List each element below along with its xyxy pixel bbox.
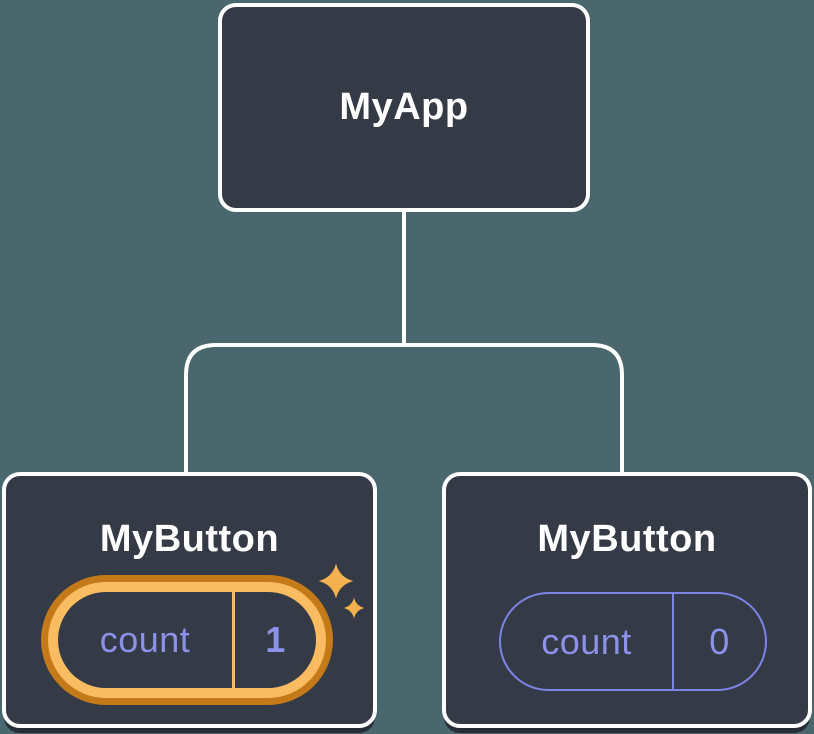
- pill-divider: [232, 592, 235, 688]
- state-value: 0: [709, 620, 730, 662]
- connector-branch: [184, 343, 624, 472]
- pill-core: [58, 592, 316, 688]
- sparkle-icon: [318, 563, 365, 619]
- tree-node-child-idle: MyButton count 0: [442, 472, 812, 728]
- tree-node-child-updated: MyButton count 1: [2, 472, 377, 728]
- root-node-label: MyApp: [339, 86, 469, 128]
- child-node-label: MyButton: [99, 518, 280, 560]
- state-value: 1: [265, 619, 286, 660]
- state-pill-idle: count 0: [499, 592, 767, 691]
- state-name: count: [541, 620, 632, 662]
- pill-divider: [672, 594, 674, 689]
- state-pill-updated: count 1: [41, 575, 333, 705]
- child-node-label: MyButton: [537, 518, 717, 560]
- tree-node-root: MyApp: [218, 3, 590, 212]
- state-name: count: [99, 619, 191, 660]
- pill-core: [501, 594, 765, 689]
